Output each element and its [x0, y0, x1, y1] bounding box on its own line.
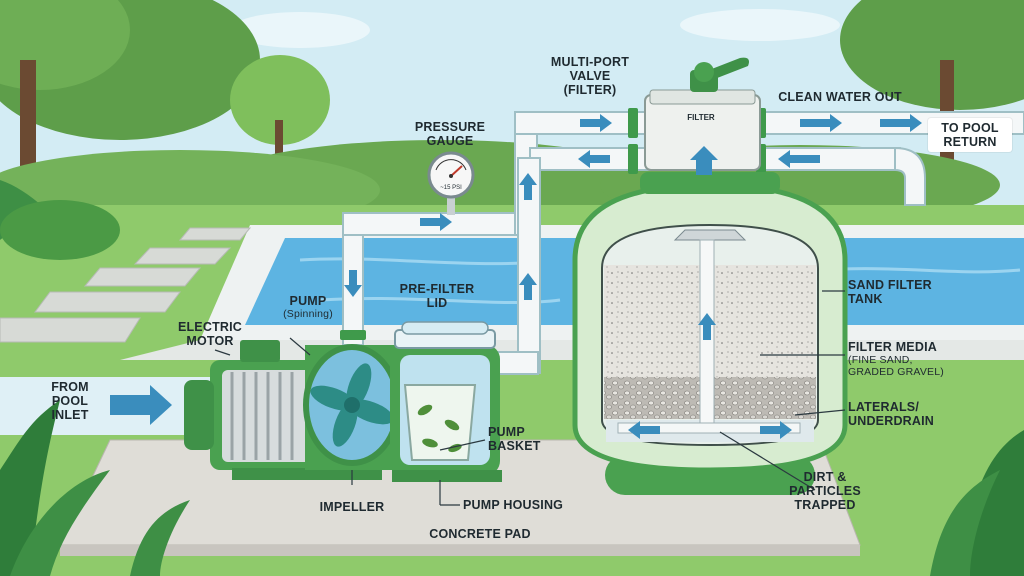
prefilter-lid-label: PRE-FILTER LID: [392, 282, 482, 310]
pump-label: PUMP (Spinning): [268, 294, 348, 320]
electric-motor-label: ELECTRIC MOTOR: [170, 320, 250, 348]
valve-top-text: FILTER: [687, 113, 715, 122]
filter-media-label: FILTER MEDIA (FINE SAND, GRADED GRAVEL): [848, 340, 978, 378]
pressure-gauge-label: PRESSURE GAUGE: [410, 120, 490, 148]
to-pool-return-label: TO POOL RETURN: [928, 118, 1012, 152]
sand-filter-tank-label: SAND FILTER TANK: [848, 278, 958, 306]
gauge-readout: ~15 PSI: [440, 185, 462, 191]
clean-water-out-label: CLEAN WATER OUT: [770, 90, 910, 104]
concrete-pad-label: CONCRETE PAD: [400, 527, 560, 541]
multiport-valve-label: MULTI-PORT VALVE (FILTER): [530, 55, 650, 97]
laterals-label: LATERALS/ UNDERDRAIN: [848, 400, 968, 428]
dirt-label: DIRT & PARTICLES TRAPPED: [780, 470, 870, 512]
from-pool-inlet-label: FROM POOL INLET: [35, 380, 105, 422]
pump-housing: [390, 322, 502, 482]
pump-housing-label: PUMP HOUSING: [463, 498, 583, 512]
pump-basket-label: PUMP BASKET: [488, 425, 558, 453]
impeller-label: IMPELLER: [310, 500, 394, 514]
cloud: [680, 9, 840, 41]
